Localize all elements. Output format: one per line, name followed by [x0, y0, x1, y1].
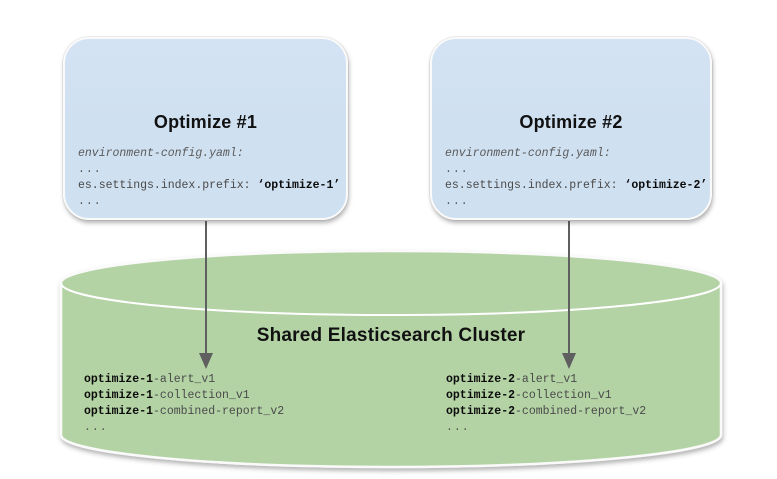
cluster-title: Shared Elasticsearch Cluster	[256, 325, 526, 346]
index-item: optimize-1-alert_v1	[84, 372, 284, 388]
optimize-1-node: Optimize #1 environment-config.yaml: ...…	[63, 37, 348, 220]
cylinder-top-ellipse-front-edge	[60, 282, 722, 316]
optimize-1-config-snippet: environment-config.yaml: ... es.settings…	[78, 146, 340, 210]
optimize-2-index-list: optimize-2-alert_v1 optimize-2-collectio…	[446, 372, 646, 436]
index-item: optimize-1-collection_v1	[84, 388, 284, 404]
config-setting-key: es.settings.index.prefix:	[78, 179, 258, 192]
optimize-1-node-title: Optimize #1	[153, 112, 258, 132]
index-ellipsis: ...	[446, 421, 470, 434]
arrow-head	[562, 353, 576, 369]
index-prefix: optimize-2	[446, 373, 516, 386]
index-item: optimize-1-combined-report_v2	[84, 404, 284, 420]
config-setting-line: es.settings.index.prefix: ‘optimize-2’	[445, 178, 708, 194]
config-setting-value: ‘optimize-2’	[624, 179, 708, 192]
optimize-2-node-title: Optimize #2	[519, 112, 623, 132]
index-item: optimize-2-combined-report_v2	[446, 404, 646, 420]
index-suffix: -alert_v1	[153, 373, 216, 386]
config-setting-line: es.settings.index.prefix: ‘optimize-1’	[78, 178, 340, 194]
index-prefix: optimize-1	[84, 405, 154, 418]
index-suffix: -collection_v1	[153, 389, 250, 402]
index-item: optimize-2-collection_v1	[446, 388, 646, 404]
config-ellipsis: ...	[78, 163, 102, 176]
index-prefix: optimize-1	[84, 373, 154, 386]
config-filename: environment-config.yaml:	[445, 147, 611, 160]
config-ellipsis: ...	[445, 163, 469, 176]
index-suffix: -alert_v1	[515, 373, 578, 386]
optimize-2-node: Optimize #2 environment-config.yaml: ...…	[430, 37, 712, 220]
config-ellipsis: ...	[445, 195, 469, 208]
optimize-1-index-list: optimize-1-alert_v1 optimize-1-collectio…	[84, 372, 284, 436]
config-filename: environment-config.yaml:	[78, 147, 244, 160]
index-prefix: optimize-1	[84, 389, 154, 402]
index-item: optimize-2-alert_v1	[446, 372, 646, 388]
config-ellipsis: ...	[78, 195, 102, 208]
config-setting-value: ‘optimize-1’	[257, 179, 341, 192]
optimize-2-config-snippet: environment-config.yaml: ... es.settings…	[445, 146, 708, 210]
arrow-optimize-1-to-cluster-icon	[199, 221, 213, 369]
index-suffix: -collection_v1	[515, 389, 612, 402]
config-setting-key: es.settings.index.prefix:	[445, 179, 625, 192]
arrow-head	[199, 353, 213, 369]
index-suffix: -combined-report_v2	[515, 405, 647, 418]
index-prefix: optimize-2	[446, 389, 516, 402]
index-ellipsis: ...	[84, 421, 108, 434]
index-prefix: optimize-2	[446, 405, 516, 418]
arrow-optimize-2-to-cluster-icon	[562, 221, 576, 369]
cylinder-body	[59, 249, 723, 469]
index-suffix: -combined-report_v2	[153, 405, 285, 418]
elasticsearch-cluster-cylinder	[59, 249, 723, 469]
